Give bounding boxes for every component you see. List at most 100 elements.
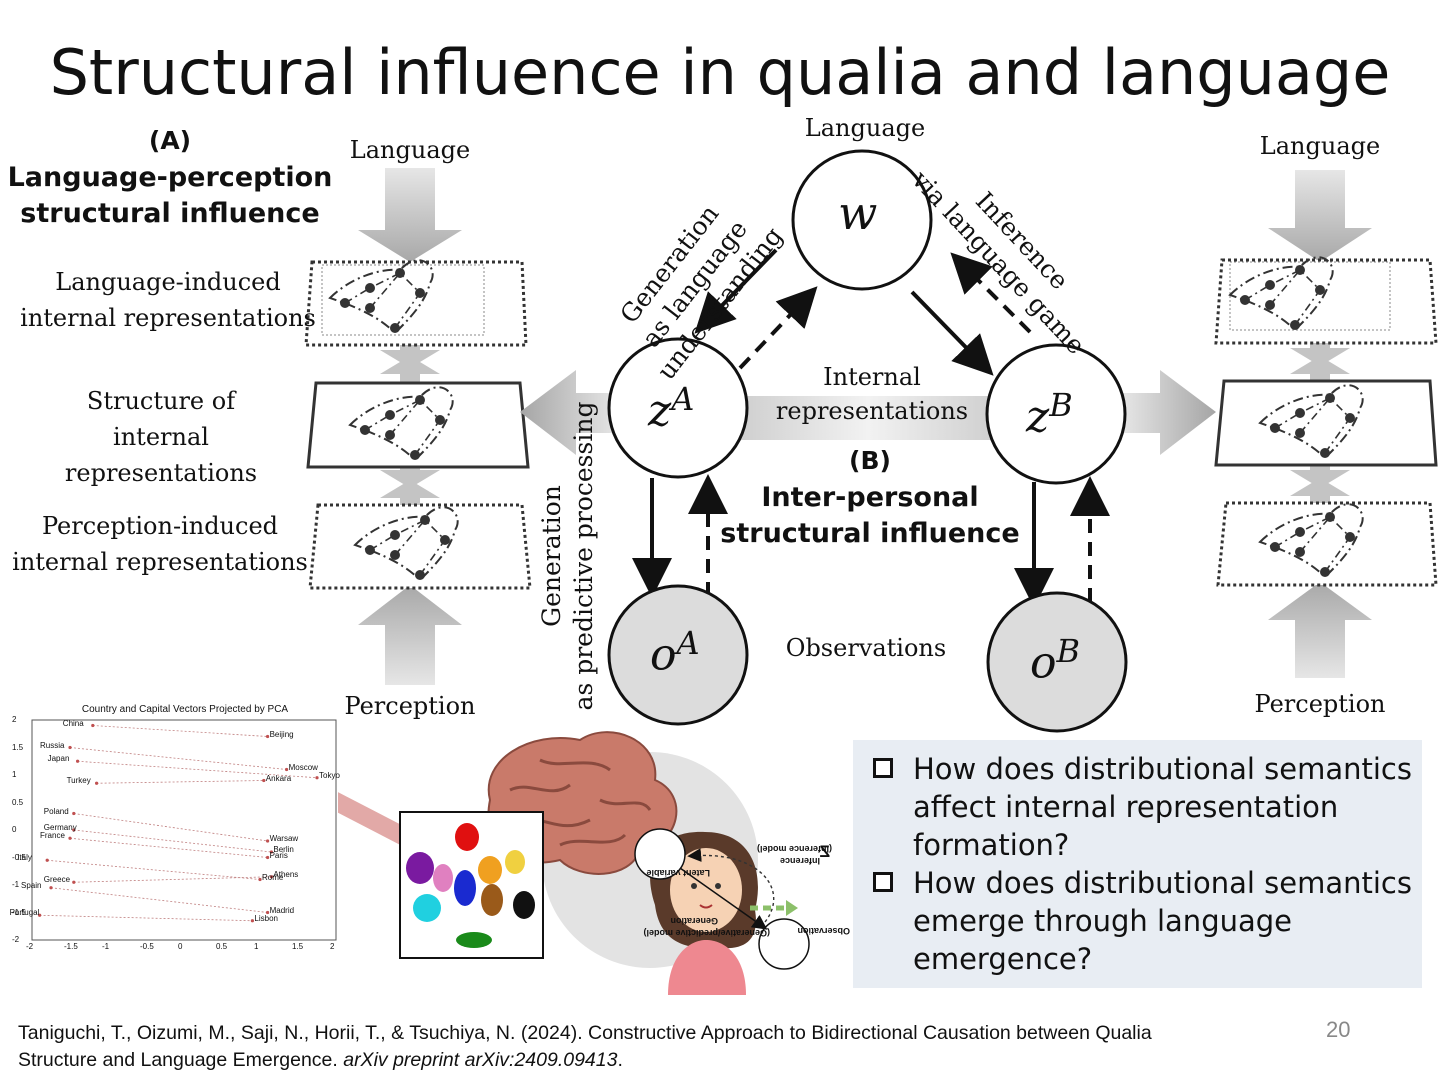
pca-capital-point <box>250 919 254 923</box>
left-perception-label: Perception <box>344 692 476 720</box>
checkbox-icon <box>873 758 893 778</box>
pca-country-label: Italy <box>17 853 32 863</box>
node-oB-label: oB <box>1030 632 1080 689</box>
arrow-w-to-zB <box>910 290 994 376</box>
node-oB-sup: B <box>1056 632 1081 670</box>
right-plane-perception <box>1216 501 1438 587</box>
pca-capital-label: Tokyo <box>319 770 340 780</box>
pca-country-label: Portugal <box>9 908 40 918</box>
pca-country-point <box>72 828 76 832</box>
pca-capital-label: Lisbon <box>254 913 278 923</box>
right-perception-arrow <box>1268 582 1372 678</box>
label-structure-line1: Structure of <box>86 387 236 415</box>
pca-capital-label: Moscow <box>288 762 318 772</box>
pca-capital-label: Berlin <box>273 845 294 854</box>
pca-capital-point <box>262 778 266 783</box>
question-2-line1: How does distributional semantics <box>913 866 1412 900</box>
pca-capital-point <box>315 776 319 780</box>
center-language-label: Language <box>804 114 926 142</box>
pca-pair-line <box>73 876 272 883</box>
label-structure-line2: internal representations <box>64 423 258 487</box>
pca-capital-point <box>266 855 270 860</box>
pca-y-tick: 1.5 <box>12 742 24 752</box>
node-oA-sup: A <box>676 624 700 662</box>
left-perception-arrow <box>358 585 462 685</box>
page-number: 20 <box>1326 1017 1351 1042</box>
mirrored-latent: Latent variable <box>646 868 710 878</box>
mirrored-labels: Latent variable Inference (Inference mod… <box>600 836 850 946</box>
pca-y-tick: -1.5 <box>12 907 26 917</box>
pca-country-point <box>49 886 53 890</box>
right-plane-language <box>1214 256 1438 345</box>
section-b-tag: (B) <box>849 446 891 475</box>
question-2-line2: emerge through language <box>913 904 1292 938</box>
node-zB-label: zB <box>1026 386 1073 443</box>
pca-y-tick: 0.5 <box>12 797 24 807</box>
pca-pair-line <box>50 887 268 913</box>
pca-capital-point <box>269 850 273 854</box>
pca-x-tick: -2 <box>26 942 34 951</box>
pca-pair-line <box>73 813 268 842</box>
slide-title: Structural influence in qualia and langu… <box>49 36 1391 109</box>
pca-country-point <box>45 858 49 862</box>
arrow-zA-to-w <box>738 286 818 370</box>
section-b-heading: Inter-personal structural influence <box>720 480 1020 552</box>
label-structure: Structure of internal representations <box>14 383 308 491</box>
label-internal-line2: representations <box>775 397 969 425</box>
pca-capital-point <box>258 877 262 882</box>
pca-pair-line <box>73 829 272 853</box>
pca-country-point <box>38 913 42 917</box>
internal-rep-bar <box>740 396 996 440</box>
right-double-arrow-top <box>1290 340 1350 382</box>
pca-y-tick: 2 <box>12 715 17 724</box>
left-double-arrow-top <box>380 342 440 382</box>
node-oA <box>607 584 749 726</box>
pca-y-tick: -2 <box>12 935 20 944</box>
mirrored-generation: Generation <box>670 916 718 926</box>
left-plane-structure <box>306 381 530 469</box>
arrow-zB-to-w <box>950 252 1032 334</box>
pca-x-tick: -1.5 <box>64 942 78 951</box>
section-b-heading-line1: Inter-personal <box>761 482 979 513</box>
pca-country-label: Spain <box>21 880 42 890</box>
node-oB-var: o <box>1030 637 1057 689</box>
node-oA-var: o <box>650 629 677 681</box>
pca-capital-label: Athens <box>273 869 299 879</box>
node-w <box>791 149 933 291</box>
mirrored-inference-model: (Inference model) <box>756 844 832 854</box>
node-zB-sup: B <box>1049 386 1073 424</box>
pca-x-tick: 2 <box>330 942 335 951</box>
pca-country-point <box>95 781 99 785</box>
label-language-induced: Language-induced internal representation… <box>20 264 316 336</box>
pca-country-point <box>68 836 72 840</box>
pca-x-tick: -0.5 <box>140 942 154 951</box>
section-b-heading-line2: structural influence <box>720 518 1020 549</box>
node-zB <box>985 343 1127 485</box>
checkbox-icon <box>873 872 893 892</box>
pca-x-tick: -1 <box>102 942 110 951</box>
pca-y-tick: -1 <box>12 880 20 889</box>
citation-line2-plain: Structure and Language Emergence. <box>18 1049 344 1071</box>
question-1-line3: formation? <box>913 828 1070 862</box>
section-a-tag: (A) <box>148 126 192 155</box>
pca-country-label: France <box>40 831 65 841</box>
pca-capital-point <box>269 875 273 879</box>
label-observations: Observations <box>785 634 947 662</box>
node-zA-label: zA <box>648 380 694 437</box>
pca-pair-line <box>39 914 253 922</box>
label-language-induced-line2: internal representations <box>20 304 316 332</box>
pca-x-tick: 0 <box>178 942 183 951</box>
pca-capital-label: Madrid <box>269 905 295 915</box>
pca-pair-line <box>69 837 268 858</box>
right-language-label: Language <box>1259 132 1381 160</box>
pca-y-tick: 0 <box>12 825 17 834</box>
pca-country-label: Greece <box>43 875 71 885</box>
pca-y-tick: -0.5 <box>12 852 26 862</box>
pca-country-point <box>68 745 72 750</box>
mirrored-generation-model: (Generative/predictive model) <box>643 928 770 938</box>
right-perception-label: Perception <box>1254 690 1386 718</box>
node-zB-var: z <box>1026 391 1050 443</box>
pca-capital-point <box>266 910 270 915</box>
